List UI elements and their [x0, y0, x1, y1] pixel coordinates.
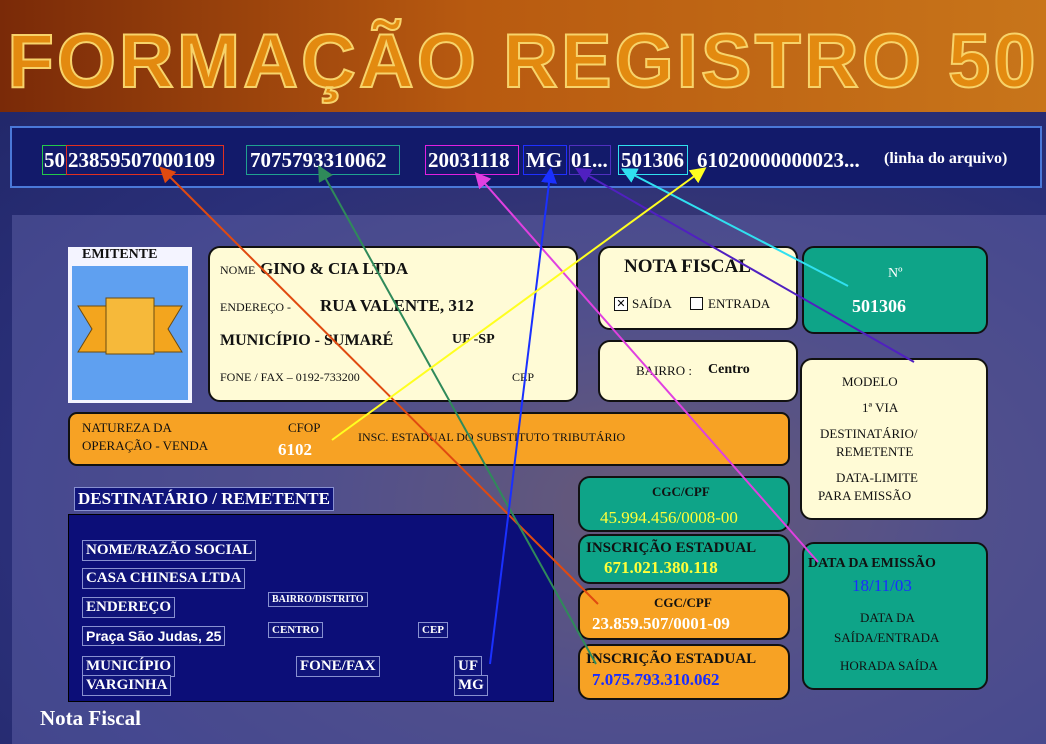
cfop-label: CFOP [288, 420, 321, 435]
dest-cgc-label: CGC/CPF [654, 595, 712, 610]
entrada-checkbox[interactable] [690, 297, 703, 310]
file-line-box [10, 126, 1042, 188]
arrow-ie [318, 165, 597, 665]
field-numero: 501306 [621, 148, 684, 172]
data-saida-label: DATA DA [860, 610, 915, 625]
destinatario-nome: CASA CHINESA LTDA [82, 568, 246, 589]
field-cnpj: 23859507000109 [68, 148, 215, 172]
natureza-operacao: OPERAÇÃO - VENDA [82, 438, 209, 453]
emit-cgc-card [578, 476, 790, 532]
emitente-endereco-label: ENDEREÇO - [220, 300, 291, 314]
destinatario-municipio-label: MUNICÍPIO [82, 656, 175, 677]
emitente-logo [72, 266, 188, 400]
data-emissao-value: 18/11/03 [852, 576, 912, 595]
field-box-numero [618, 145, 688, 175]
arrow-modelo [575, 168, 915, 363]
modelo-para-emissao: PARA EMISSÃO [818, 488, 912, 503]
modelo-remetente: REMETENTE [836, 444, 914, 459]
emit-cgc-label: CGC/CPF [652, 484, 710, 499]
destinatario-endereco: Praça São Judas, 25 [82, 626, 226, 646]
field-box-cnpj [66, 145, 224, 175]
field-registro: 50 [44, 148, 65, 172]
destinatario-header: DESTINATÁRIO / REMETENTE [74, 487, 334, 511]
title-banner [0, 0, 1046, 112]
cfop-value: 6102 [278, 440, 312, 459]
arrow-data [474, 171, 819, 563]
destinatario-bairro: CENTRO [268, 622, 324, 638]
hora-saida-label: HORADA SAÍDA [840, 658, 938, 673]
arrow-numero [620, 168, 849, 287]
emit-ie-card [578, 534, 790, 584]
emitente-label: EMITENTE [82, 247, 158, 262]
saida-label: SAÍDA [632, 296, 672, 311]
numero-card [802, 246, 988, 334]
nota-fiscal-card [598, 246, 798, 330]
modelo-data-limite: DATA-LIMITE [836, 470, 918, 485]
destinatario-nome-label: NOME/RAZÃO SOCIAL [82, 540, 257, 561]
insc-substituto-label: INSC. ESTADUAL DO SUBSTITUTO TRIBUTÁRIO [358, 430, 626, 444]
emit-ie-label: INSCRIÇÃO ESTADUAL [586, 540, 757, 556]
banner-icon [77, 297, 183, 355]
field-modelo: 01... [571, 148, 608, 172]
emit-cgc-value: 45.994.456/0008-00 [600, 508, 738, 527]
entrada-label: ENTRADA [708, 296, 771, 311]
emitente-nome-label: NOME [220, 263, 256, 277]
modelo-card [800, 358, 988, 520]
emitente-cep: CEP [512, 370, 535, 384]
emitente-uf: UF -SP [452, 332, 495, 347]
numero-label: Nº [888, 266, 903, 281]
dest-ie-label: INSCRIÇÃO ESTADUAL [586, 651, 757, 667]
destinatario-fone-label: FONE/FAX [296, 656, 380, 677]
dest-ie-card [578, 644, 790, 700]
file-line-note: (linha do arquivo) [884, 150, 1008, 167]
data-saida-entrada-label: SAÍDA/ENTRADA [834, 630, 940, 645]
field-data: 20031118 [428, 148, 510, 172]
arrow-cfop [331, 167, 707, 441]
modelo-via: 1ª VIA [862, 400, 899, 415]
bairro-value: Centro [708, 362, 750, 377]
arrow-uf [489, 167, 557, 665]
dest-cgc-value: 23.859.507/0001-09 [592, 614, 730, 633]
natureza-card [68, 412, 790, 466]
destinatario-endereco-label: ENDEREÇO [82, 597, 176, 618]
emitente-nome: GINO & CIA LTDA [260, 259, 409, 278]
bairro-label: BAIRRO : [636, 363, 692, 378]
dest-cgc-card [578, 588, 790, 640]
emitente-municipio: MUNICÍPIO - SUMARÉ [220, 332, 394, 349]
modelo-label: MODELO [842, 374, 898, 389]
nota-fiscal-title: NOTA FISCAL [624, 256, 751, 277]
emitente-fone: FONE / FAX – 0192-733200 [220, 370, 360, 384]
emit-ie-value: 671.021.380.118 [604, 558, 718, 577]
datas-card [802, 542, 988, 690]
arrow-cnpj [159, 166, 599, 605]
numero-value: 501306 [852, 296, 906, 316]
destinatario-uf: MG [454, 675, 488, 696]
footer-title: Nota Fiscal [40, 706, 141, 730]
destinatario-municipio: VARGINHA [82, 675, 172, 696]
data-emissao-label: DATA DA EMISSÃO [808, 556, 936, 571]
saida-checkbox[interactable]: ✕ [614, 297, 628, 311]
dest-ie-value: 7.075.793.310.062 [592, 670, 720, 689]
destinatario-cep-label: CEP [418, 622, 448, 638]
page-title: FORMAÇÃO REGISTRO 50 [6, 18, 1039, 105]
destinatario-bairro-label: BAIRRO/DISTRITO [268, 592, 368, 607]
field-box-data [425, 145, 519, 175]
modelo-destinatario: DESTINATÁRIO/ [820, 426, 918, 441]
destinatario-uf-label: UF [454, 656, 482, 677]
natureza-label: NATUREZA DA [82, 420, 172, 435]
field-cfop: 61020000000023... [697, 148, 860, 172]
emitente-card [208, 246, 578, 402]
